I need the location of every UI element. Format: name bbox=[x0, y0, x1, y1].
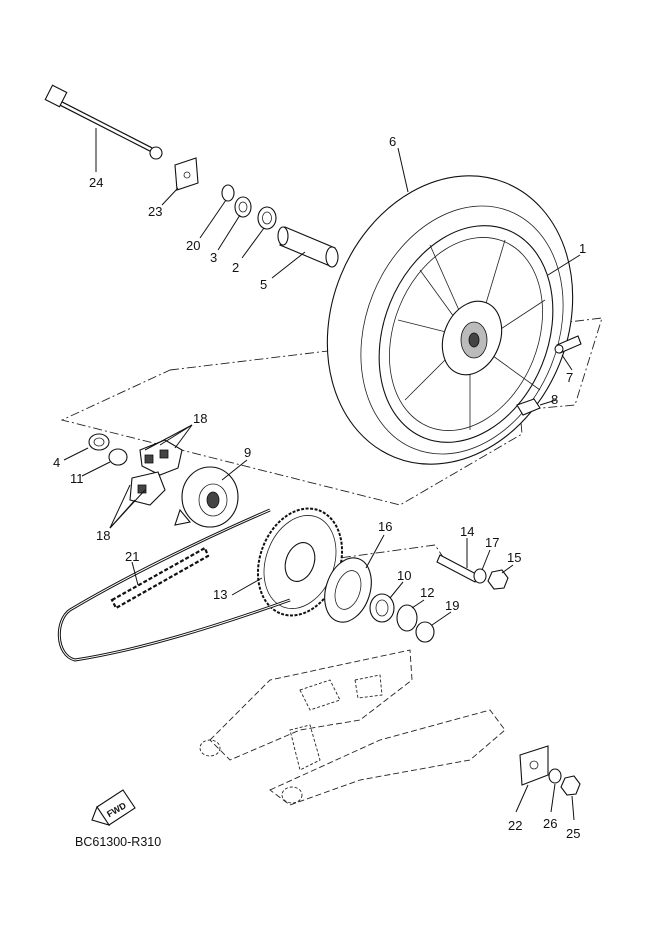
callout-22: 22 bbox=[508, 818, 522, 833]
callout-11: 11 bbox=[70, 471, 84, 486]
fwd-arrow-icon: FWD bbox=[91, 789, 136, 826]
callout-4: 4 bbox=[53, 455, 60, 470]
callout-5: 5 bbox=[260, 277, 267, 292]
chain-adjuster-part-22 bbox=[519, 745, 549, 786]
collar-part-11 bbox=[108, 448, 128, 466]
wheel-and-tire-assembly bbox=[326, 175, 574, 465]
callout-15: 15 bbox=[507, 550, 521, 565]
assembly-boundary bbox=[60, 317, 603, 506]
nut-part-25 bbox=[560, 775, 581, 796]
sprocket-plate-part-16 bbox=[324, 557, 372, 623]
bearing-part-4 bbox=[88, 433, 110, 451]
callout-25: 25 bbox=[566, 826, 580, 841]
collar-part-19 bbox=[415, 621, 435, 643]
diagram-code: BC61300-R310 bbox=[75, 835, 161, 849]
chain-side-boundary bbox=[324, 544, 446, 561]
spacer-part-5 bbox=[277, 226, 339, 268]
bearing-part-2 bbox=[257, 206, 277, 230]
callout-12: 12 bbox=[420, 585, 434, 600]
callout-26: 26 bbox=[543, 816, 557, 831]
callout-18-top: 18 bbox=[193, 411, 207, 426]
callout-8: 8 bbox=[551, 392, 558, 407]
collar-part-20 bbox=[221, 184, 235, 202]
oil-seal-part-12 bbox=[396, 604, 418, 632]
chain-joint-part-21 bbox=[110, 546, 210, 610]
sprocket-part-13 bbox=[256, 507, 344, 617]
callout-21: 21 bbox=[125, 549, 139, 564]
oil-seal-part-3 bbox=[234, 196, 252, 218]
callout-13: 13 bbox=[213, 587, 227, 602]
callout-3: 3 bbox=[210, 250, 217, 265]
swing-arm-reference bbox=[199, 649, 506, 806]
callout-10: 10 bbox=[397, 568, 411, 583]
damper-part-18 bbox=[129, 439, 183, 506]
callout-14: 14 bbox=[460, 524, 474, 539]
callout-17: 17 bbox=[485, 535, 499, 550]
bearing-part-10 bbox=[369, 593, 395, 623]
axle-part-24 bbox=[44, 84, 163, 160]
stud-bolt-part-14 bbox=[436, 554, 479, 583]
callout-6: 6 bbox=[389, 134, 396, 149]
washer-part-17 bbox=[473, 568, 487, 584]
balance-weight-part-8 bbox=[516, 398, 541, 416]
chain-adjuster-part-23 bbox=[174, 157, 199, 191]
leader-lines bbox=[63, 128, 581, 821]
callout-2: 2 bbox=[232, 260, 239, 275]
washer-part-26 bbox=[548, 768, 562, 784]
nut-part-15 bbox=[487, 569, 509, 590]
callout-18-bottom: 18 bbox=[96, 528, 110, 543]
clutch-hub-part-9 bbox=[174, 466, 239, 528]
valve-part-7 bbox=[554, 335, 582, 354]
callout-16: 16 bbox=[378, 519, 392, 534]
callout-24: 24 bbox=[89, 175, 103, 190]
callout-19: 19 bbox=[445, 598, 459, 613]
callout-7: 7 bbox=[566, 370, 573, 385]
callout-23: 23 bbox=[148, 204, 162, 219]
callout-1: 1 bbox=[579, 241, 586, 256]
callout-9: 9 bbox=[244, 445, 251, 460]
callout-20: 20 bbox=[186, 238, 200, 253]
